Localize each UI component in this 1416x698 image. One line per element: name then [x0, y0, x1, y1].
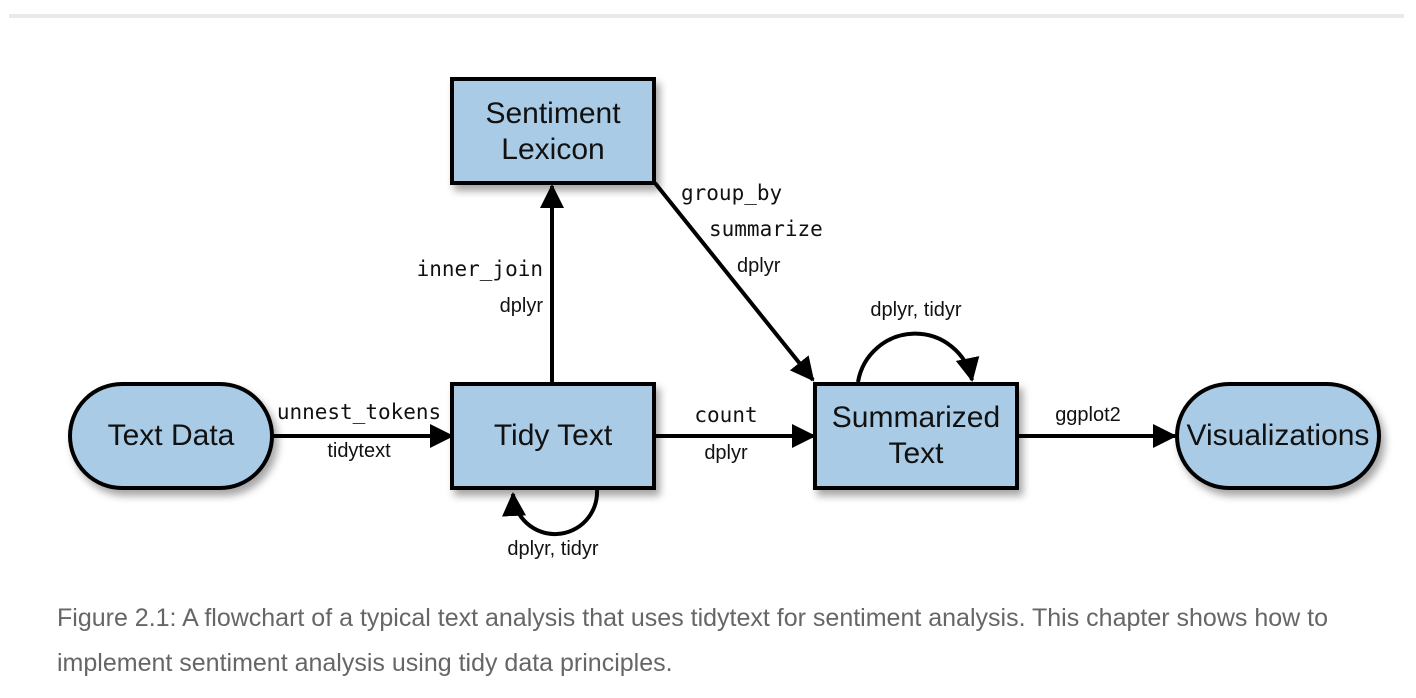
edge-package-label: dplyr [500, 295, 544, 317]
node-summarized-text: Summarized Text [813, 382, 1019, 490]
edge-package-label: tidytext [327, 440, 391, 462]
edge-function-label: count [694, 403, 757, 427]
edge-tidy-to-summarized: count dplyr [655, 403, 816, 464]
node-tidy-text: Tidy Text [450, 382, 656, 490]
top-divider [9, 14, 1404, 18]
edge-function-label: unnest_tokens [277, 400, 441, 424]
edge-package-label: dplyr [737, 255, 781, 277]
loop-tidy-text: dplyr, tidyr [502, 489, 600, 560]
edge-function-label: inner_join [417, 257, 543, 281]
flowchart: unnest_tokens tidytext inner_join dplyr … [68, 77, 1381, 560]
edge-package-label: dplyr [704, 442, 748, 464]
edge-summarized-to-viz: ggplot2 [1017, 404, 1177, 448]
loop-package-label: dplyr, tidyr [507, 538, 598, 560]
node-label: Text Data [108, 419, 235, 452]
node-label: Tidy Text [494, 419, 613, 452]
node-label-line1: Sentiment [485, 97, 621, 130]
loop-package-label: dplyr, tidyr [870, 299, 961, 321]
edge-text-to-tidy: unnest_tokens tidytext [272, 400, 454, 462]
node-label: Visualizations [1187, 419, 1370, 452]
figure-caption: Figure 2.1: A flowchart of a typical tex… [57, 604, 1328, 677]
node-label-line2: Text [888, 437, 944, 470]
edge-tidy-to-lexicon: inner_join dplyr [417, 184, 564, 382]
node-sentiment-lexicon: Sentiment Lexicon [450, 77, 656, 185]
node-label-line2: Lexicon [501, 133, 604, 166]
edge-lexicon-to-summarized: group_by summarize dplyr [653, 181, 823, 382]
edge-function-label: group_by [681, 181, 782, 205]
node-label-line1: Summarized [832, 401, 1000, 434]
edge-function-label: summarize [709, 217, 823, 241]
node-visualizations: Visualizations [1175, 382, 1381, 490]
edge-package-label: ggplot2 [1055, 404, 1121, 426]
loop-summarized-text: dplyr, tidyr [856, 299, 980, 383]
node-text-data: Text Data [68, 382, 274, 490]
